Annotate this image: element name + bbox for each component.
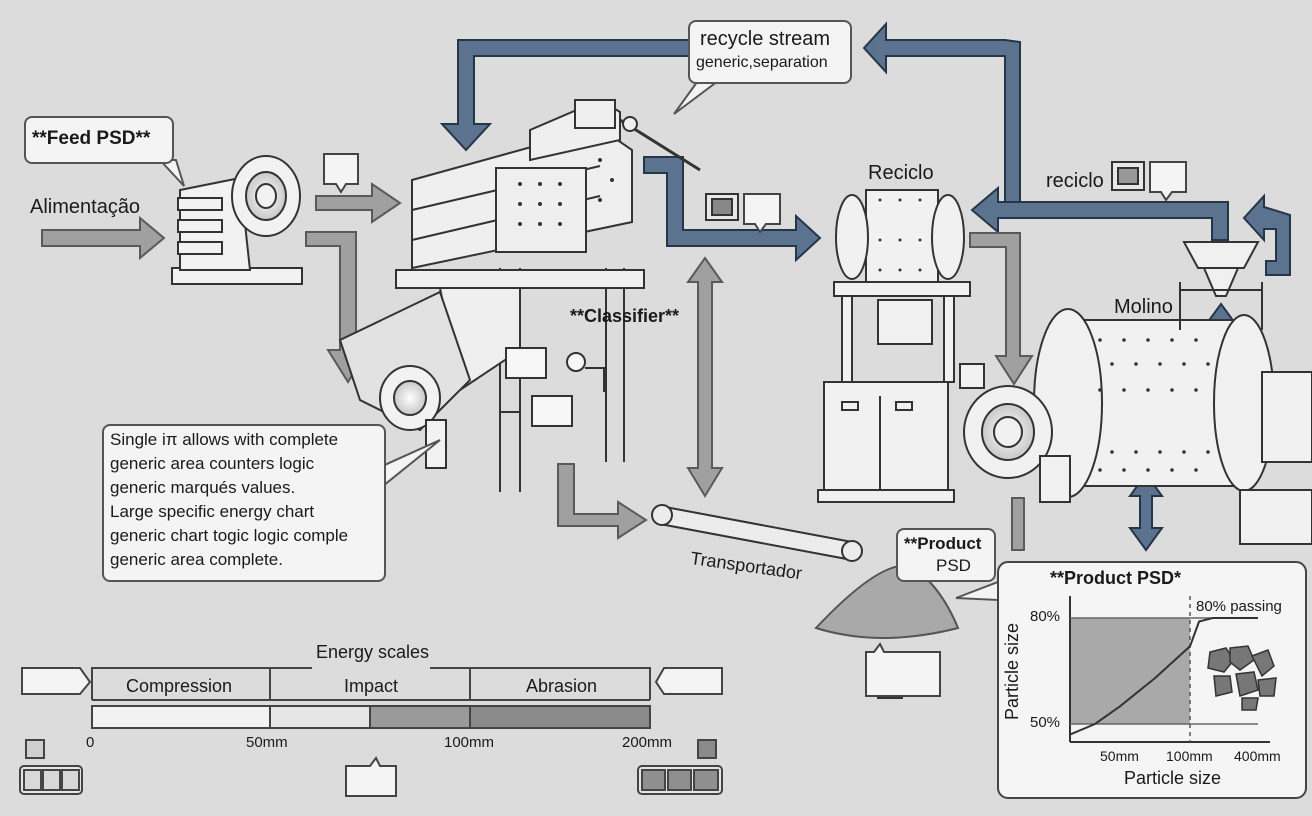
- note-line-6: generic area complete.: [110, 550, 283, 569]
- recycle-stream-bubble: recycle stream generic,separation: [688, 20, 852, 84]
- control-icons: [499, 347, 605, 444]
- x-tick-50mm: 50mm: [1100, 748, 1139, 764]
- classifier-link-arrow: [686, 256, 724, 498]
- jaw-crusher: [171, 155, 303, 285]
- empty-callouts: [323, 153, 1187, 697]
- hydrocyclone: [1179, 241, 1263, 330]
- conveyor: [651, 504, 863, 562]
- chart-xlabel: Particle size: [1124, 768, 1222, 788]
- y-tick-80: 80%: [1030, 608, 1061, 625]
- zone-abrasion: Abrasion: [526, 676, 598, 696]
- product-outlet-arrow: [1011, 497, 1025, 551]
- product-pile: [814, 564, 960, 639]
- undersize-to-conveyor-arrow: [557, 463, 648, 540]
- secondary-crusher: [379, 365, 447, 469]
- product-psd-callout: **Product PSD: [896, 528, 996, 582]
- note-line-5: generic chart togic logic comple: [110, 526, 349, 545]
- classifier-oversize-arrow: [643, 156, 822, 263]
- scale-swatches: [19, 739, 723, 795]
- psd-curve: [1069, 617, 1258, 736]
- molino-label: Molino: [1114, 296, 1173, 318]
- vibrating-screen: [338, 98, 701, 492]
- screen-rivets: [518, 158, 614, 226]
- recycle-stream-title: recycle stream: [700, 28, 831, 50]
- energy-scale-frame: [91, 667, 651, 701]
- chart-link-arrow: [1128, 472, 1164, 552]
- scale-tick-200mm: 200mm: [622, 734, 673, 751]
- feed-psd-bubble: **Feed PSD**: [24, 116, 174, 164]
- note-line-4: Large specific energy chart: [110, 502, 315, 521]
- reciclo-discharge-arrow: [969, 232, 1034, 386]
- zone-impact: Impact: [344, 676, 399, 696]
- chart-title: **Product PSD*: [1050, 568, 1182, 588]
- feed-label: Alimentação: [30, 196, 141, 218]
- scale-tick-0: 0: [86, 734, 95, 751]
- energy-scale-title: Energy scales: [316, 642, 430, 662]
- note-line-2: generic area counters logic: [110, 454, 315, 473]
- classifier-label: **Classifier**: [570, 306, 680, 326]
- particle-icons: [1207, 645, 1277, 711]
- feed-psd-label: **Feed PSD**: [32, 128, 151, 149]
- recycle-stream-subtitle: generic,separation: [696, 54, 828, 71]
- chart-annotation: 80% passing: [1196, 598, 1282, 615]
- note-bubble: Single iπ allows with complete generic a…: [102, 424, 386, 582]
- feed-input-arrow: [41, 215, 166, 261]
- scale-tick-100mm: 100mm: [444, 734, 495, 751]
- x-tick-100mm: 100mm: [1166, 748, 1213, 764]
- scale-tick-50mm: 50mm: [246, 734, 288, 751]
- reciclo-mill: [817, 189, 971, 503]
- chart-ylabel: Particle size: [1002, 622, 1022, 720]
- product-psd-callout-rest: PSD: [936, 556, 971, 575]
- y-tick-50: 50%: [1030, 714, 1061, 731]
- reciclo-rivets: [878, 198, 922, 272]
- ball-mill: [959, 308, 1312, 545]
- ball-mill-rivets: [1098, 338, 1210, 472]
- product-psd-callout-bold: **Product: [904, 534, 982, 553]
- reciclo-upper-label: Reciclo: [868, 162, 934, 184]
- product-psd-chart: [997, 561, 1307, 799]
- note-line-1: Single iπ allows with complete: [110, 430, 339, 449]
- zone-compression: Compression: [126, 676, 233, 696]
- note-line-3: generic marqués values.: [110, 478, 296, 497]
- x-tick-400mm: 400mm: [1234, 748, 1281, 764]
- scale-side-callouts: [21, 667, 723, 797]
- energy-scale-bar: [91, 705, 651, 729]
- reciclo-lower-label: reciclo: [1046, 170, 1104, 192]
- recycle-return-arrow: [970, 185, 1229, 241]
- cyclone-return-arrow: [1242, 193, 1291, 276]
- crusher-to-screen-arrow: [315, 182, 402, 224]
